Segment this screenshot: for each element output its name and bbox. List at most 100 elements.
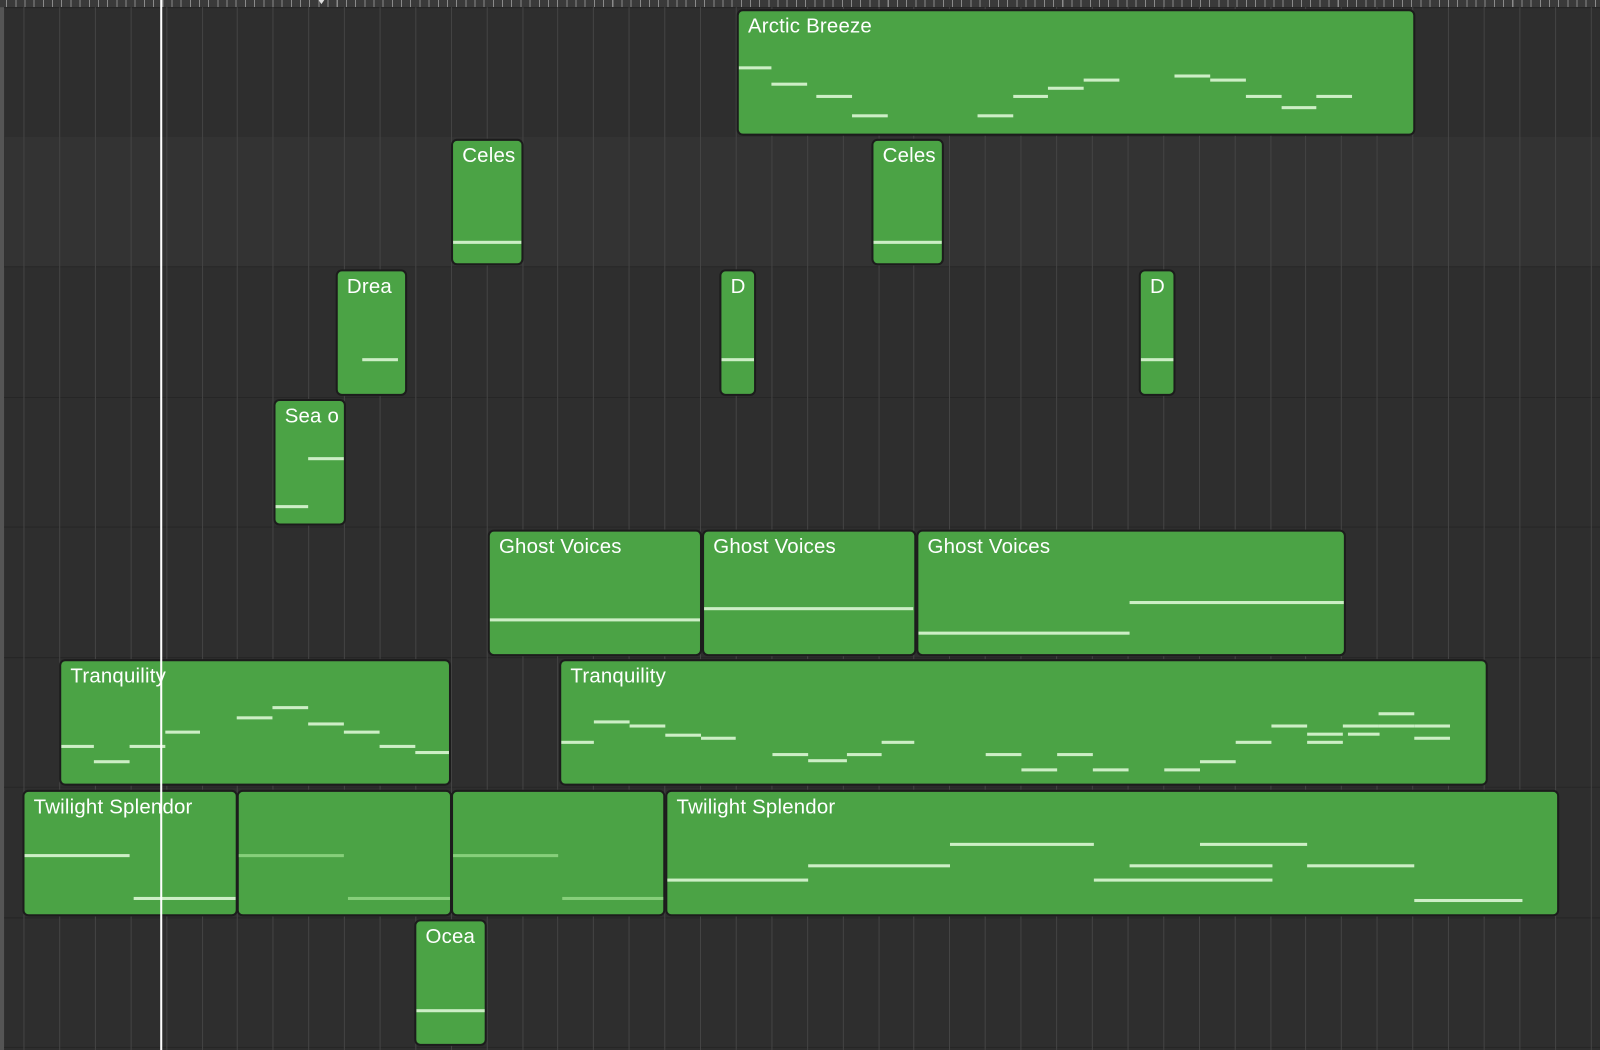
midi-note <box>308 722 344 726</box>
playhead-handle-icon[interactable] <box>314 0 329 5</box>
midi-note <box>873 240 942 244</box>
grid-line <box>202 7 204 1050</box>
midi-note <box>1347 732 1380 736</box>
grid-line <box>842 7 844 1050</box>
midi-note <box>453 854 559 858</box>
midi-note <box>665 733 702 737</box>
midi-region[interactable]: Ghost Voices <box>702 529 917 657</box>
grid-line <box>1555 7 1557 1050</box>
midi-region[interactable]: D <box>1138 269 1176 396</box>
midi-region[interactable]: Ocea <box>414 919 487 1046</box>
midi-note <box>562 896 664 900</box>
grid-line <box>94 7 96 1050</box>
grid-line <box>272 7 274 1050</box>
midi-note <box>1083 78 1120 82</box>
midi-note <box>721 358 755 362</box>
track-lane[interactable] <box>4 397 1600 528</box>
midi-region[interactable]: Ghost Voices <box>487 529 703 657</box>
midi-note <box>133 896 236 900</box>
midi-region[interactable]: Celes <box>871 138 944 266</box>
midi-note <box>593 720 630 724</box>
midi-note <box>808 759 847 763</box>
grid-line <box>1056 7 1058 1050</box>
midi-note <box>1092 768 1129 772</box>
midi-note <box>275 505 309 509</box>
midi-note <box>738 66 772 70</box>
midi-note <box>1013 94 1048 98</box>
midi-note <box>1414 898 1523 903</box>
midi-region[interactable]: Twilight Splendor <box>665 789 1560 917</box>
midi-region[interactable]: Sea o <box>273 398 346 526</box>
midi-note <box>1307 864 1415 868</box>
midi-note <box>846 753 882 757</box>
region-title: Twilight Splendor <box>33 795 193 819</box>
track-lane[interactable] <box>4 917 1600 1048</box>
region-title: Drea <box>346 275 392 298</box>
midi-note <box>701 736 736 740</box>
track-lane[interactable] <box>4 267 1600 398</box>
grid-line <box>1340 7 1342 1050</box>
grid-line <box>1590 7 1592 1050</box>
grid-line <box>451 7 453 1050</box>
timeline-ruler[interactable] <box>0 0 1600 9</box>
grid-line <box>1091 7 1093 1050</box>
midi-region[interactable]: Tranquility <box>559 659 1488 786</box>
midi-note <box>93 760 130 764</box>
region-title: Tranquility <box>70 665 167 688</box>
midi-note <box>272 706 309 710</box>
midi-note <box>1140 358 1174 362</box>
midi-region[interactable]: D <box>719 269 757 396</box>
midi-note <box>362 358 398 362</box>
midi-region[interactable]: Drea <box>335 269 408 396</box>
midi-note <box>347 896 450 900</box>
grid-line <box>1376 7 1378 1050</box>
midi-note <box>918 631 1130 635</box>
region-title: Sea o <box>284 405 340 428</box>
midi-note <box>308 457 344 461</box>
grid-line <box>878 7 880 1050</box>
midi-region[interactable]: Twilight Splendor <box>22 789 238 917</box>
grid-line <box>1198 7 1200 1050</box>
midi-region[interactable]: Arctic Breeze <box>736 9 1416 136</box>
midi-note <box>1235 740 1272 744</box>
grid-line <box>771 7 773 1050</box>
midi-note <box>881 740 915 744</box>
grid-line <box>1412 7 1414 1050</box>
midi-note <box>1093 878 1273 882</box>
grid-line <box>1483 7 1485 1050</box>
track-lane[interactable] <box>4 528 1600 659</box>
midi-note <box>667 878 809 882</box>
midi-note <box>1414 736 1450 740</box>
midi-region[interactable]: Ghost Voices <box>916 529 1346 657</box>
midi-region[interactable]: Celes <box>451 138 524 266</box>
track-lane[interactable] <box>4 657 1600 788</box>
region-title: D <box>730 275 746 298</box>
region-loop[interactable] <box>451 789 666 917</box>
midi-note <box>949 842 1094 846</box>
midi-note <box>1307 732 1343 736</box>
midi-note <box>1164 768 1200 772</box>
midi-note <box>238 854 344 858</box>
region-title: Arctic Breeze <box>747 15 872 38</box>
midi-note <box>129 744 166 748</box>
grid-line <box>664 7 666 1050</box>
midi-region[interactable]: Tranquility <box>59 659 452 786</box>
region-loop[interactable] <box>236 789 453 917</box>
midi-note <box>415 751 449 755</box>
grid-line <box>166 7 168 1050</box>
track-lane[interactable] <box>4 788 1600 919</box>
midi-note <box>236 716 273 720</box>
midi-note <box>1057 753 1093 757</box>
midi-note <box>1342 724 1379 728</box>
grid-line <box>1163 7 1165 1050</box>
midi-note <box>1199 760 1236 764</box>
grid-line <box>343 7 345 1050</box>
grid-line <box>59 7 61 1050</box>
grid-line <box>592 7 594 1050</box>
track-lane[interactable] <box>4 136 1600 268</box>
grid-line <box>130 7 132 1050</box>
region-title: Celes <box>462 144 516 168</box>
midi-note <box>704 607 914 611</box>
playhead[interactable] <box>160 0 329 1050</box>
